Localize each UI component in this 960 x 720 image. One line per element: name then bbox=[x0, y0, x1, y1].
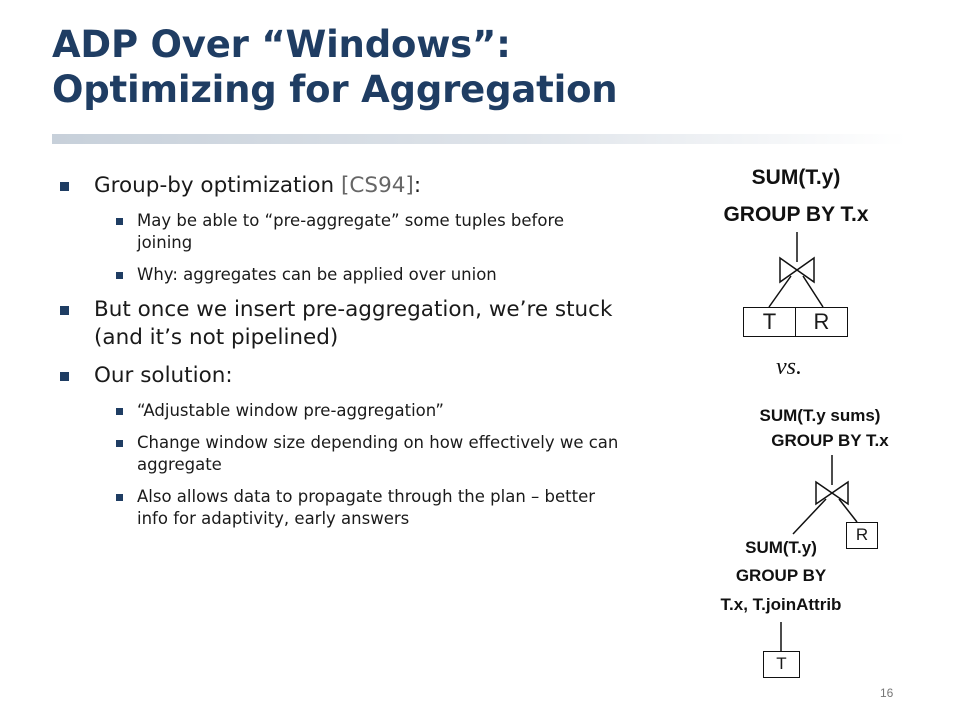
sub-bullet-text: Also allows data to propagate through th… bbox=[137, 487, 596, 528]
bullet-solution: Our solution: bbox=[60, 362, 620, 390]
citation-cs94: [CS94] bbox=[341, 173, 414, 198]
sub-bullet-why: Why: aggregates can be applied over unio… bbox=[60, 264, 620, 286]
bottom-agg-label-line2: GROUP BY T.x bbox=[771, 431, 889, 450]
square-bullet-icon bbox=[60, 306, 69, 315]
square-bullet-icon bbox=[116, 440, 123, 447]
top-agg-label-line1: SUM(T.y) bbox=[751, 166, 841, 189]
bottom-join-bowtie-icon bbox=[815, 480, 849, 506]
sub-bullet-text: Why: aggregates can be applied over unio… bbox=[137, 265, 497, 284]
bullet-groupby-text: Group-by optimization bbox=[94, 173, 342, 198]
vs-label: vs. bbox=[776, 354, 802, 380]
preagg-label-line3: T.x, T.joinAttrib bbox=[720, 595, 842, 614]
square-bullet-icon bbox=[116, 494, 123, 501]
slide-title: ADP Over “Windows”: Optimizing for Aggre… bbox=[52, 22, 912, 112]
bottom-table-r-box: R bbox=[846, 522, 878, 549]
square-bullet-icon bbox=[116, 408, 123, 415]
top-agg-label-line2: GROUP BY T.x bbox=[723, 203, 869, 226]
bottom-table-t-box: T bbox=[763, 651, 800, 678]
sub-bullet-text: “Adjustable window pre-aggregation” bbox=[137, 401, 444, 420]
sub-bullet-window-size: Change window size depending on how effe… bbox=[60, 432, 620, 476]
square-bullet-icon bbox=[116, 218, 123, 225]
page-number: 16 bbox=[880, 686, 894, 700]
bottom-join-to-r-edge bbox=[838, 498, 858, 523]
title-line-1: ADP Over “Windows”: bbox=[52, 23, 511, 66]
bullet-groupby-colon: : bbox=[413, 173, 422, 198]
square-bullet-icon bbox=[60, 182, 69, 191]
top-join-to-r-edge bbox=[802, 275, 824, 308]
preagg-label-line2: GROUP BY bbox=[735, 566, 827, 585]
bullet-stuck-text: But once we insert pre-aggregation, we’r… bbox=[94, 297, 613, 350]
sub-bullet-propagate: Also allows data to propagate through th… bbox=[60, 486, 620, 530]
sub-bullet-text: Change window size depending on how effe… bbox=[137, 433, 619, 474]
sub-bullet-text: May be able to “pre-aggregate” some tupl… bbox=[137, 211, 565, 252]
sub-bullet-preaggregate: May be able to “pre-aggregate” some tupl… bbox=[60, 210, 620, 254]
bottom-agg-label-line1: SUM(T.y sums) bbox=[759, 406, 881, 425]
square-bullet-icon bbox=[60, 372, 69, 381]
preagg-label-line1: SUM(T.y) bbox=[745, 538, 817, 557]
sub-bullet-adjustable: “Adjustable window pre-aggregation” bbox=[60, 400, 620, 422]
bullet-groupby: Group-by optimization [CS94]: bbox=[60, 172, 620, 200]
title-line-2: Optimizing for Aggregation bbox=[52, 68, 618, 111]
top-join-to-t-edge bbox=[768, 275, 792, 308]
top-table-t-box: T bbox=[743, 307, 796, 337]
square-bullet-icon bbox=[116, 272, 123, 279]
bottom-join-to-preagg-edge bbox=[792, 498, 827, 535]
title-divider bbox=[52, 134, 907, 144]
bullet-list: Group-by optimization [CS94]: May be abl… bbox=[60, 172, 620, 540]
bullet-solution-text: Our solution: bbox=[94, 363, 233, 388]
top-table-r-box: R bbox=[795, 307, 848, 337]
bullet-stuck: But once we insert pre-aggregation, we’r… bbox=[60, 296, 620, 352]
top-join-bowtie-icon bbox=[779, 256, 815, 284]
